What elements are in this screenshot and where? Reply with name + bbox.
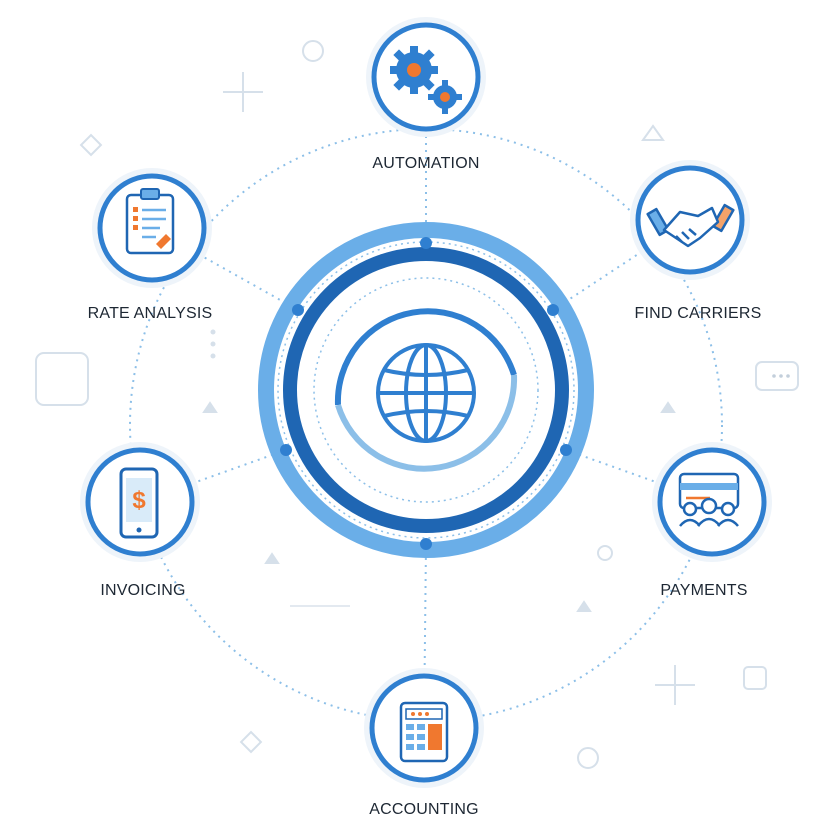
deco-triangle-small (264, 552, 280, 564)
connector-accounting (423, 543, 427, 729)
handshake-icon (646, 203, 735, 248)
deco-circle-small (597, 545, 613, 561)
deco-circle (302, 40, 324, 62)
node-label-rate-analysis: RATE ANALYSIS (87, 305, 213, 322)
deco-square (35, 352, 89, 406)
deco-sparkle-icon (655, 665, 695, 705)
hub-ring-dots (280, 237, 572, 550)
hub-inner-arc (334, 308, 517, 406)
credit-card-people-icon (678, 472, 740, 527)
deco-triangle (641, 124, 665, 141)
node-label-accounting: ACCOUNTING (369, 801, 479, 818)
connector-invoicing (139, 449, 287, 503)
phone-dollar-icon: $ (119, 467, 159, 539)
connectors (139, 77, 713, 729)
connector-payments (565, 449, 713, 503)
hub-inner-dotted-ring (313, 277, 539, 503)
node-label-find-carriers: FIND CARRIERS (634, 305, 762, 322)
calculator-icon (399, 701, 449, 763)
node-label-payments: PAYMENTS (660, 582, 748, 599)
deco-diamond (79, 133, 103, 157)
globe-icon (376, 343, 476, 443)
hub-middle-ring (283, 247, 569, 533)
deco-triangle-small (202, 401, 218, 413)
deco-circle (577, 747, 599, 769)
deco-chat-bubble-icon (755, 361, 799, 391)
background-decorations (35, 40, 799, 769)
clipboard-checklist-icon (125, 188, 175, 255)
deco-diamond (239, 730, 263, 754)
hub (258, 222, 594, 558)
deco-sparkle-icon (223, 72, 263, 112)
node-label-invoicing: INVOICING (100, 582, 186, 599)
hub-inner-arc-light (335, 374, 518, 472)
node-label-automation: AUTOMATION (372, 155, 480, 172)
deco-dots (210, 329, 790, 378)
svg-text:$: $ (132, 487, 146, 514)
deco-triangle-small (576, 600, 592, 612)
deco-triangle-small (660, 401, 676, 413)
deco-square-small (743, 666, 767, 690)
